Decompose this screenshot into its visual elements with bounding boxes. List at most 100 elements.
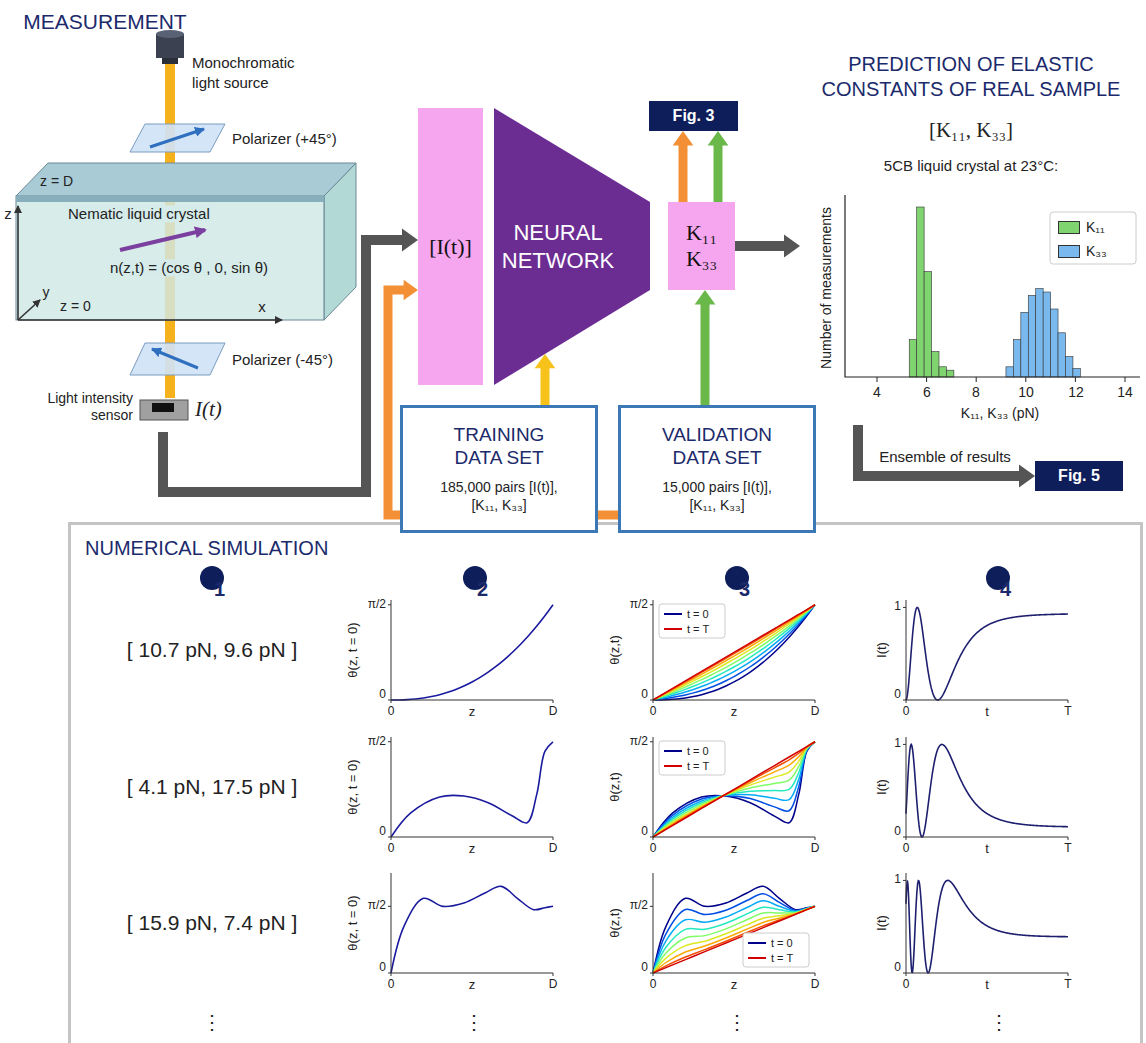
axis-label: t = 0	[771, 937, 793, 950]
legend-swatch	[1058, 245, 1080, 258]
relaxation-curve	[653, 742, 815, 837]
histogram-bar	[1021, 312, 1028, 377]
dataset-box: VALIDATION DATA SET15,000 pairs [I(t)], …	[618, 405, 816, 533]
annotation: z = D	[40, 173, 73, 189]
axis-label: z	[731, 978, 738, 993]
relaxation-curve	[653, 906, 815, 973]
axis-label: 0	[650, 978, 657, 992]
relaxation-curve	[653, 605, 815, 700]
axis-label: θ(z, t = 0)	[346, 895, 361, 950]
annotation: Number of measurements	[818, 207, 834, 369]
axis-label: π/2	[368, 598, 386, 612]
annotation: K₁₁, K₃₃ (pN)	[961, 405, 1039, 421]
polarizer	[152, 349, 198, 368]
trapezoid-shape	[494, 108, 650, 385]
arrow-head	[784, 235, 800, 258]
axis-tick	[1025, 377, 1026, 382]
relaxation-curve	[653, 742, 815, 837]
profile-curve	[391, 605, 553, 700]
axis-label: z	[731, 842, 738, 857]
axis-label: D	[549, 978, 558, 992]
annotation: 4	[873, 384, 881, 400]
axis-tick	[1125, 377, 1126, 382]
axis-label: 0	[379, 688, 386, 702]
axis-label: 1	[894, 874, 901, 888]
axis-label: t = 0	[687, 745, 709, 758]
coordinate-axes	[17, 206, 19, 320]
histogram-bar	[909, 340, 916, 377]
flow-arrow	[708, 131, 729, 202]
legend-swatch	[1058, 221, 1080, 234]
node-text: [I(t)]	[429, 234, 472, 260]
annotation: ⋮	[989, 1011, 1009, 1034]
axis-tick	[388, 742, 553, 840]
axis-tick	[388, 906, 553, 976]
annotation: ⋮	[727, 1011, 747, 1034]
polarizer	[130, 343, 225, 375]
axis-label: D	[811, 705, 820, 719]
axis-label: π/2	[368, 899, 386, 913]
axis-label: 0	[641, 961, 648, 975]
intensity-curve	[906, 880, 1068, 973]
histogram-bar	[1028, 295, 1035, 377]
plot-axis	[653, 873, 815, 973]
annotation: y	[43, 284, 50, 300]
legend-line	[664, 750, 682, 752]
line-plot	[650, 873, 815, 976]
relaxation-curve	[653, 742, 815, 837]
axis-label: 0	[894, 961, 901, 975]
plot-axis	[653, 737, 815, 837]
axis-label: θ(z, t = 0)	[346, 622, 361, 677]
annotation: [ 4.1 pN, 17.5 pN ]	[127, 775, 297, 799]
node-text: 1	[214, 578, 225, 601]
coordinate-axes	[18, 319, 282, 321]
sensor-icon	[140, 400, 188, 420]
histogram-bar	[932, 352, 939, 378]
axis-tick	[388, 605, 553, 703]
figure-ref: Fig. 5	[1035, 461, 1123, 491]
legend-entry: K₁₁	[1058, 219, 1105, 235]
axis-label: D	[811, 842, 820, 856]
axis-label: θ(z,t)	[608, 635, 623, 665]
node-text: PREDICTION OF ELASTIC CONSTANTS OF REAL …	[804, 52, 1139, 102]
annotation: ⋮	[464, 1011, 484, 1034]
axis-tick	[976, 377, 977, 382]
line-plot	[388, 600, 553, 703]
axis-label: 0	[641, 825, 648, 839]
axis-label: π/2	[630, 735, 648, 749]
profile-curve	[391, 742, 553, 837]
annotation: ⋮	[202, 1011, 222, 1034]
node-subtext: 5CB liquid crystal at 23°C:	[884, 157, 1058, 174]
axis-label: t	[985, 978, 989, 993]
connector-line	[541, 367, 550, 405]
relaxation-curve	[653, 605, 815, 700]
figure-ref: Fig. 3	[649, 101, 738, 131]
relaxation-curve	[653, 742, 815, 837]
flow-arrow	[695, 290, 716, 405]
node-text: Fig. 3	[673, 107, 715, 125]
connector-line	[679, 144, 688, 202]
annotation: 8	[972, 384, 980, 400]
node-text: NEURAL NETWORK	[496, 219, 621, 274]
relaxation-curve	[653, 605, 815, 700]
histogram-bar	[1036, 289, 1043, 377]
arrow-head	[673, 131, 694, 145]
axis-label: 0	[388, 978, 395, 992]
line-plot	[903, 737, 1068, 840]
line-plot	[650, 600, 815, 703]
legend-entry: K₃₃	[1058, 243, 1107, 259]
axis-label: 0	[894, 825, 901, 839]
director-arrow	[120, 230, 205, 250]
flow-arrow	[673, 131, 694, 202]
axis-label: 1	[894, 738, 901, 752]
node-text: TRAINING DATA SET	[432, 424, 567, 470]
relaxation-curve	[653, 906, 815, 973]
liquid-crystal-cell	[16, 196, 324, 202]
histogram-bar	[924, 272, 931, 377]
arrow-head	[695, 290, 716, 304]
flow-arrow	[598, 515, 618, 516]
sensor-node: Light intensity sensorI(t)	[15, 388, 237, 432]
axis-label: D	[549, 842, 558, 856]
connector-line	[735, 241, 785, 251]
flow-arrow	[858, 425, 1035, 488]
